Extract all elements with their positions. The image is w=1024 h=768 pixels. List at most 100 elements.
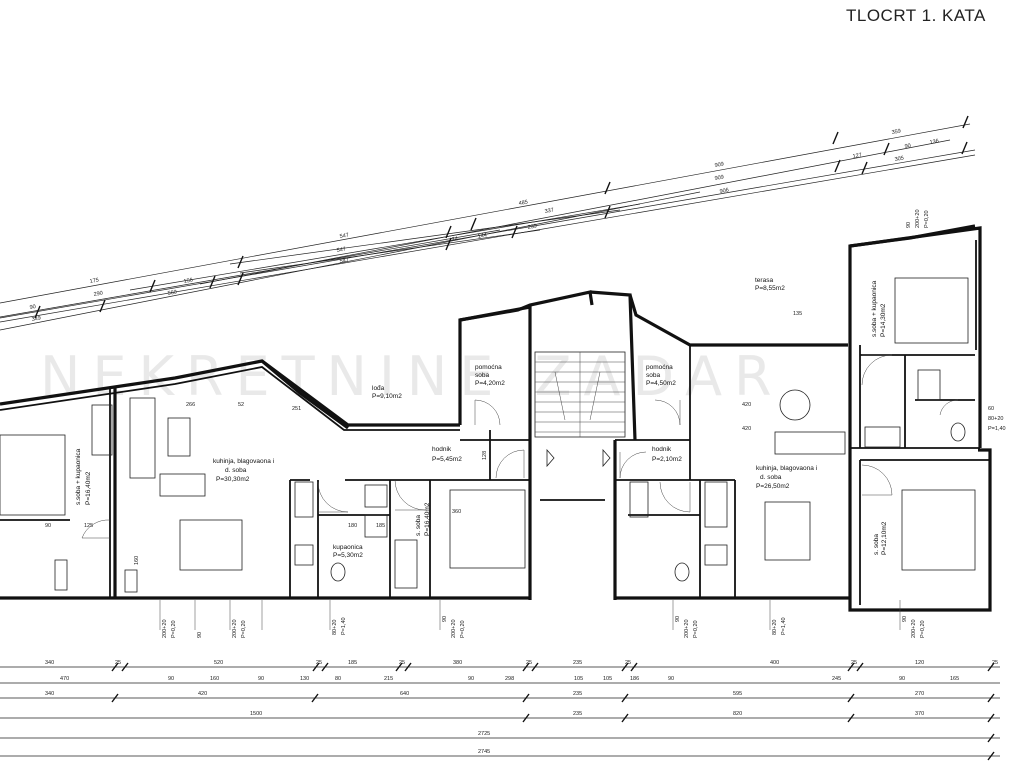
svg-text:90: 90: [29, 304, 36, 311]
sofa: [129, 397, 156, 479]
room-area: P=26,50m2: [756, 483, 790, 490]
room-name: kupaonica: [333, 544, 363, 551]
svg-text:90: 90: [442, 616, 448, 622]
svg-text:420: 420: [742, 426, 751, 432]
svg-text:120: 120: [915, 660, 924, 666]
svg-text:547: 547: [339, 257, 349, 265]
room-name: pomoćna: [646, 364, 673, 371]
svg-text:90: 90: [902, 616, 908, 622]
svg-text:340: 340: [45, 660, 54, 666]
svg-text:305: 305: [894, 155, 904, 163]
svg-text:370: 370: [915, 711, 924, 717]
svg-text:128: 128: [482, 451, 488, 460]
svg-text:640: 640: [400, 691, 409, 697]
room-area: P=5,45m2: [432, 456, 462, 463]
svg-text:90: 90: [675, 616, 681, 622]
svg-text:200+20: 200+20: [162, 619, 168, 638]
svg-text:105: 105: [603, 676, 612, 682]
bed: [894, 277, 969, 344]
svg-text:290: 290: [93, 290, 103, 298]
svg-text:160: 160: [210, 676, 219, 682]
svg-text:200+20: 200+20: [911, 619, 917, 638]
svg-text:P=0,20: P=0,20: [171, 620, 177, 638]
svg-text:400: 400: [770, 660, 779, 666]
room-name: pomoćna: [475, 364, 502, 371]
svg-text:80: 80: [335, 676, 341, 682]
window-markers: [159, 600, 901, 630]
window-labels: 200+20 P=0,20 90 200+20 P=0,20 80+20 P=1…: [162, 209, 930, 638]
svg-text:235: 235: [573, 660, 582, 666]
bottom-dimension-lines: 340 25 520 25 185 25 380 25 235 25 400 2…: [0, 660, 1000, 761]
svg-text:25: 25: [625, 660, 631, 666]
svg-text:90: 90: [904, 143, 911, 150]
shower: [294, 481, 314, 518]
svg-text:215: 215: [384, 676, 393, 682]
room-area: P=4,50m2: [646, 380, 676, 387]
room-area: P=12,10m2: [881, 521, 888, 555]
room-name: s.soba + kupaonica: [75, 448, 82, 505]
room-area: P=16,40m2: [85, 471, 92, 505]
svg-text:90: 90: [45, 523, 51, 529]
svg-text:239: 239: [527, 223, 537, 231]
svg-text:298: 298: [505, 676, 514, 682]
svg-text:90: 90: [906, 222, 912, 228]
svg-text:595: 595: [733, 691, 742, 697]
svg-text:380: 380: [453, 660, 462, 666]
svg-text:90: 90: [899, 676, 905, 682]
svg-text:80+20: 80+20: [332, 620, 338, 635]
svg-text:25: 25: [399, 660, 405, 666]
svg-text:144: 144: [477, 232, 487, 240]
svg-text:547: 547: [339, 232, 349, 240]
staircase: [534, 351, 626, 468]
svg-text:P=0,20: P=0,20: [460, 620, 466, 638]
room-name: hodnik: [652, 446, 672, 453]
sink: [364, 484, 388, 508]
svg-text:185: 185: [348, 660, 357, 666]
svg-text:P=0,20: P=0,20: [693, 620, 699, 638]
svg-text:130: 130: [300, 676, 309, 682]
svg-text:90: 90: [168, 676, 174, 682]
svg-text:906: 906: [719, 187, 729, 195]
svg-text:180: 180: [348, 523, 357, 529]
svg-text:1500: 1500: [250, 711, 262, 717]
svg-text:470: 470: [60, 676, 69, 682]
svg-text:200+20: 200+20: [232, 619, 238, 638]
room-area: P=14,30m2: [880, 303, 887, 337]
svg-text:520: 520: [214, 660, 223, 666]
svg-text:90: 90: [197, 632, 203, 638]
svg-text:90: 90: [258, 676, 264, 682]
toilet: [950, 422, 966, 442]
svg-text:266: 266: [186, 402, 195, 408]
svg-text:820: 820: [733, 711, 742, 717]
svg-text:547: 547: [336, 246, 346, 254]
svg-text:185: 185: [376, 523, 385, 529]
svg-text:485: 485: [518, 199, 528, 207]
room-name: d. soba: [225, 467, 247, 474]
room-name: soba: [475, 372, 489, 379]
room-name: terasa: [755, 277, 773, 284]
svg-text:136: 136: [929, 138, 939, 146]
watermark: NEKRETNINE ZADAR: [40, 345, 784, 408]
svg-text:235: 235: [573, 711, 582, 717]
svg-text:2725: 2725: [478, 731, 490, 737]
svg-text:105: 105: [574, 676, 583, 682]
exterior-walls: [0, 224, 992, 612]
room-labels: kuhinja, blagovaona i d. soba P=30,30m2 …: [75, 277, 888, 559]
drawing-title: TLOCRT 1. KATA: [846, 6, 986, 25]
svg-text:135: 135: [793, 311, 802, 317]
svg-text:156: 156: [183, 277, 193, 285]
bathtub: [864, 426, 901, 448]
room-area: P=30,30m2: [216, 476, 250, 483]
furniture: [0, 277, 976, 593]
dining-table: [179, 519, 243, 571]
svg-text:349: 349: [31, 315, 41, 323]
room-name: hodnik: [432, 446, 452, 453]
svg-text:125: 125: [84, 523, 93, 529]
svg-text:175: 175: [89, 277, 99, 285]
interior-dimensions: 266 52 251 160 180 185 360 420 420 135 1…: [45, 311, 802, 565]
room-name: s. soba: [415, 515, 422, 536]
svg-text:2745: 2745: [478, 749, 490, 755]
room-name: kuhinja, blagovaona i: [756, 465, 817, 472]
svg-text:127: 127: [852, 152, 862, 160]
